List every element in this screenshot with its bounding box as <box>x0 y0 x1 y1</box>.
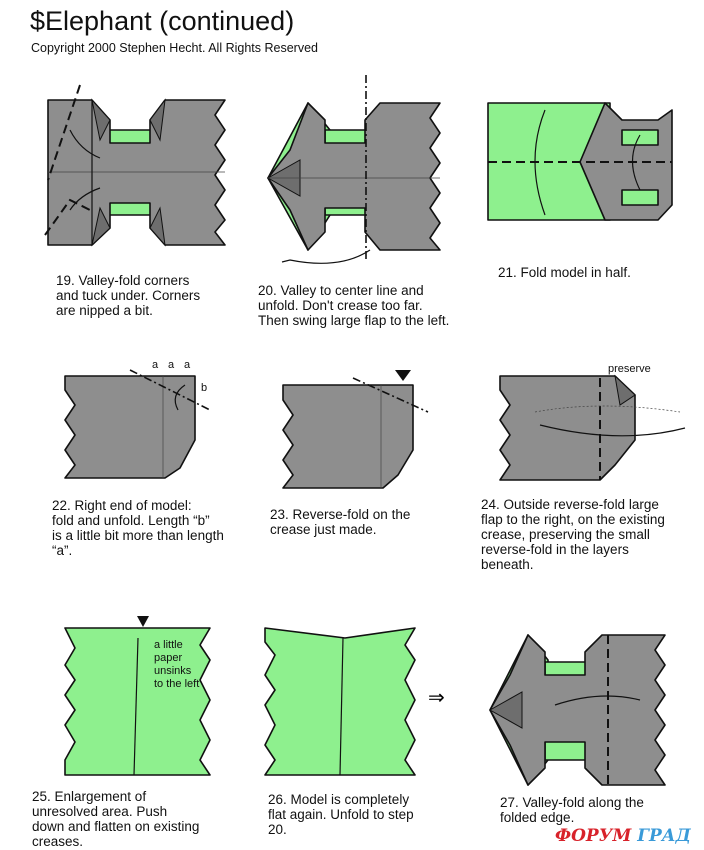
watermark-logo: ФОРУМ ГРАД <box>555 826 691 846</box>
diagram-step-25: a little paper unsinks to the left <box>64 616 211 776</box>
label-a-3: a <box>184 359 191 371</box>
diagram-step-19 <box>44 84 226 247</box>
diagram-step-20 <box>266 75 441 264</box>
label-b: b <box>201 382 207 394</box>
caption-step-27: 27. Valley-fold along the folded edge. <box>500 795 644 825</box>
diagram-step-23 <box>282 370 429 489</box>
diagram-step-22: a a a b <box>64 359 211 479</box>
label-unsink-3: unsinks <box>154 665 192 677</box>
arrow-next-icon: ⇒ <box>428 687 445 709</box>
caption-step-25: 25. Enlargement of unresolved area. Push… <box>32 789 200 849</box>
diagram-step-24: preserve <box>499 363 686 481</box>
caption-step-26: 26. Model is completely flat again. Unfo… <box>268 792 414 837</box>
caption-step-19: 19. Valley-fold corners and tuck under. … <box>56 273 201 318</box>
watermark-part2: ГРАД <box>637 826 691 846</box>
label-unsink-4: to the left <box>154 678 199 690</box>
label-unsink-1: a little <box>154 639 183 651</box>
diagram-step-26: ⇒ <box>264 627 445 776</box>
label-unsink-2: paper <box>154 652 182 664</box>
caption-step-24: 24. Outside reverse-fold large flap to t… <box>481 497 665 572</box>
caption-step-23: 23. Reverse-fold on the crease just made… <box>270 507 411 537</box>
caption-step-20: 20. Valley to center line and unfold. Do… <box>258 283 450 328</box>
copyright: Copyright 2000 Stephen Hecht. All Rights… <box>31 41 318 55</box>
label-a-1: a <box>152 359 159 371</box>
diagram-step-27 <box>488 634 666 786</box>
caption-step-21: 21. Fold model in half. <box>498 265 631 280</box>
caption-step-22: 22. Right end of model: fold and unfold.… <box>52 498 224 558</box>
label-a-2: a <box>168 359 175 371</box>
label-preserve: preserve <box>608 363 651 375</box>
page-title: $Elephant (continued) <box>30 6 295 36</box>
diagram-step-21 <box>487 102 673 221</box>
watermark-part1: ФОРУМ <box>555 826 632 846</box>
